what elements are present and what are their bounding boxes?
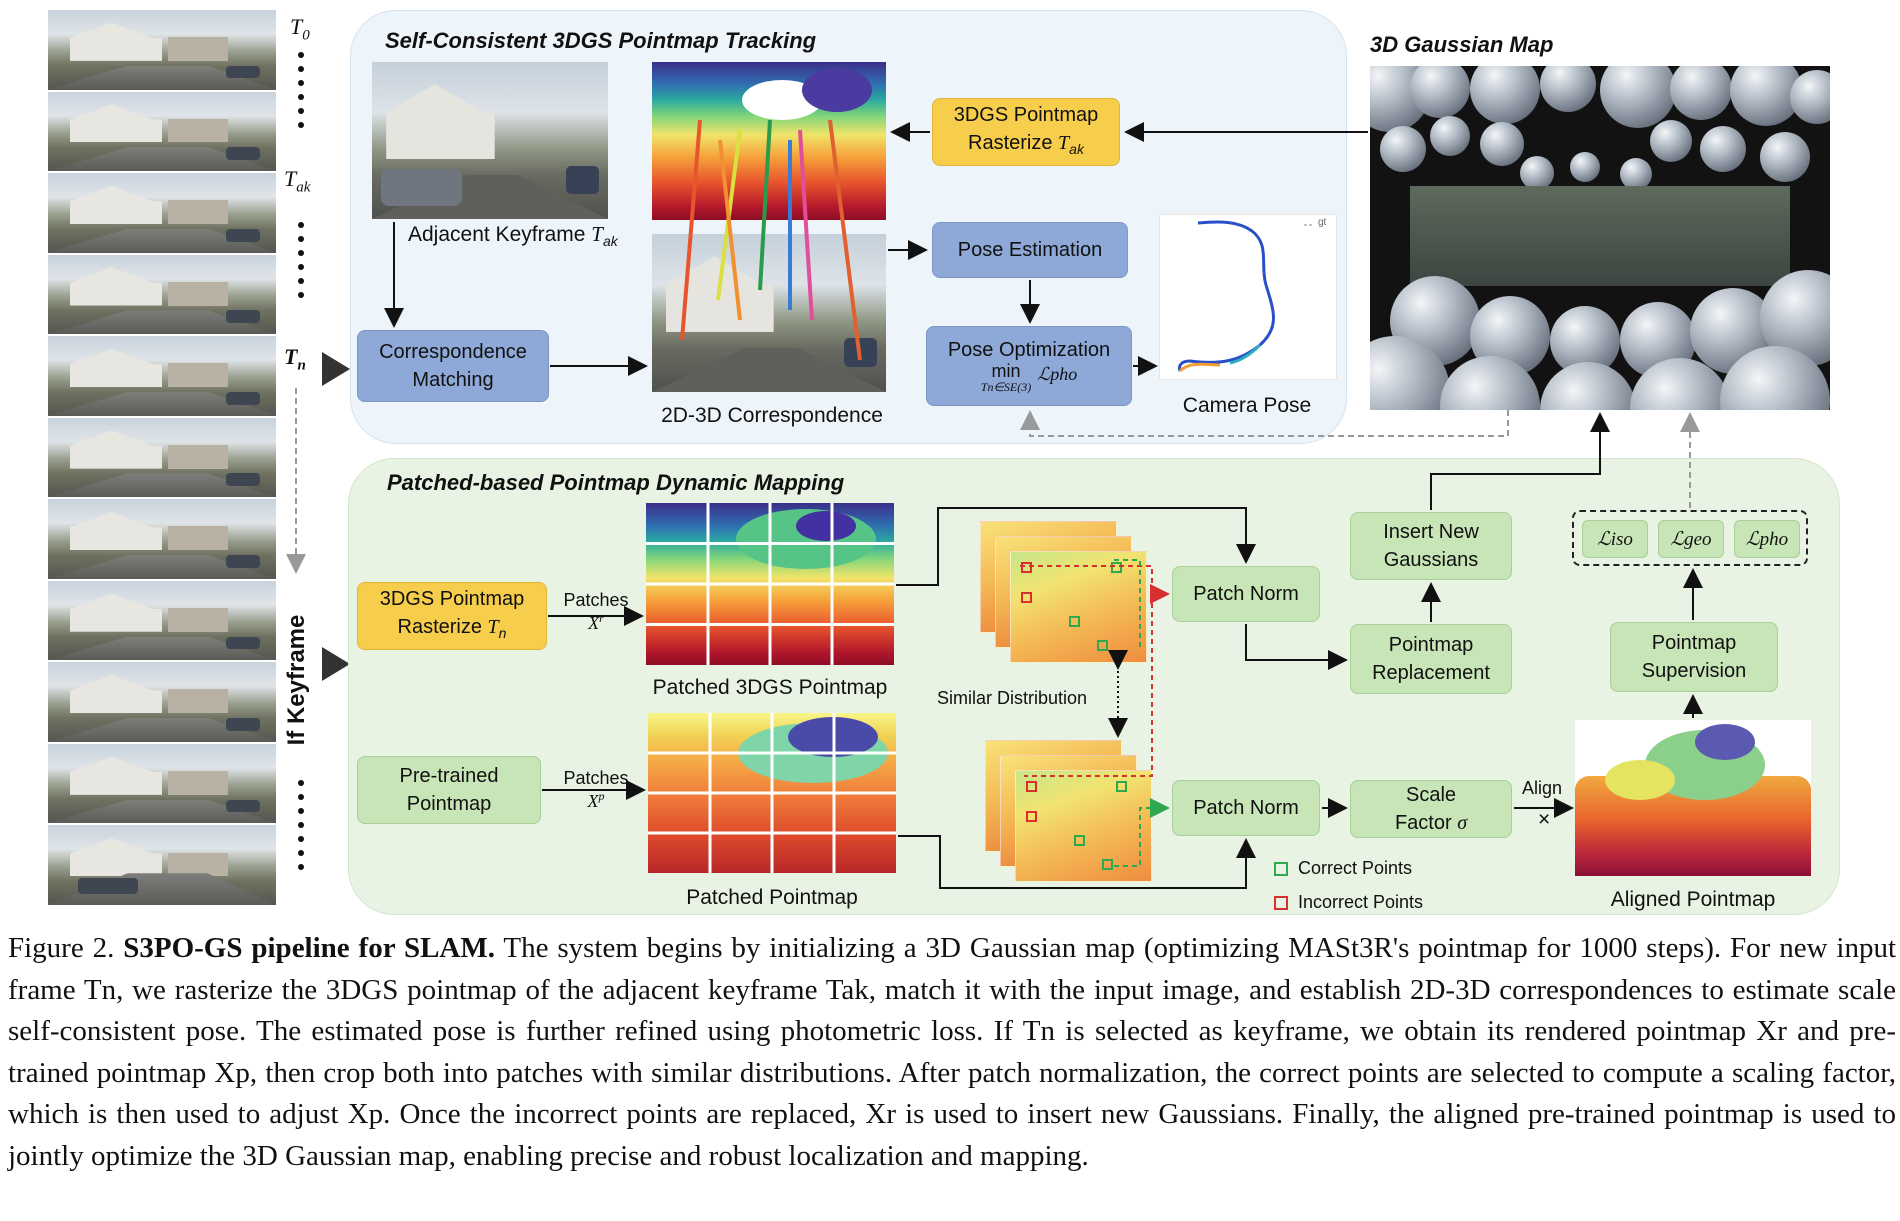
- input-frame: [48, 580, 276, 661]
- input-frame: [48, 417, 276, 498]
- triangle-right-icon: [322, 352, 350, 386]
- caption-body: The system begins by initializing a 3D G…: [8, 932, 1897, 1172]
- loss-pho: ℒpho: [1734, 520, 1800, 558]
- pose-optimization-box: Pose Optimization min Tn∈SE(3) ℒpho: [926, 326, 1132, 406]
- input-frame-strip: [48, 10, 276, 906]
- tracking-title: Self-Consistent 3DGS Pointmap Tracking: [385, 28, 817, 53]
- input-frame: [48, 173, 276, 253]
- traj-legend: gt: [1318, 217, 1327, 228]
- patched-3dgs-pointmap-image: [646, 503, 894, 665]
- green-square-icon: [1274, 862, 1288, 876]
- correspondence-label: 2D-3D Correspondence: [661, 404, 883, 427]
- input-frame: [48, 254, 276, 335]
- frame-dots: [298, 222, 304, 298]
- caption-figure-number: Figure 2.: [8, 932, 115, 964]
- correct-points-label: Correct Points: [1298, 858, 1413, 878]
- label-t0: T0: [290, 14, 310, 44]
- similar-distribution-label: Similar Distribution: [937, 688, 1088, 708]
- patch-stack-p-front: [1015, 770, 1152, 882]
- pose-estimation-box: Pose Estimation: [932, 222, 1128, 278]
- loss-geo: ℒgeo: [1658, 520, 1724, 558]
- align-label: Align: [1522, 778, 1563, 798]
- red-square-icon: [1274, 896, 1288, 910]
- adjacent-keyframe-image: [372, 62, 608, 219]
- camera-pose-label: Camera Pose: [1182, 394, 1312, 417]
- input-frame: [48, 499, 276, 579]
- times-symbol: ×: [1538, 808, 1551, 831]
- input-frame: [48, 743, 276, 824]
- patches-xr-label: Patches Xr: [563, 590, 629, 633]
- patches-xp-label: Patches Xp: [563, 768, 629, 811]
- loss-group: [1572, 510, 1808, 566]
- input-frame: [48, 825, 276, 906]
- camera-trajectory-plot: gt: [1159, 214, 1337, 380]
- caption-bold-title: S3PO-GS pipeline for SLAM.: [123, 932, 495, 964]
- patched-3dgs-label: Patched 3DGS Pointmap: [652, 676, 888, 699]
- input-frame: [48, 662, 276, 742]
- gaussian-map-title: 3D Gaussian Map: [1370, 32, 1554, 57]
- input-frame: [48, 91, 276, 172]
- frame-dots: [298, 52, 304, 128]
- patch-stack-r-front: [1010, 551, 1147, 663]
- connector-arrows: [286, 119, 1703, 889]
- patched-pointmap-image: [648, 713, 896, 873]
- label-tak: Tak: [284, 166, 311, 196]
- frame-dots: [298, 780, 304, 870]
- triangle-right-icon: [322, 647, 350, 681]
- patch-norm-bottom-box: Patch Norm: [1172, 780, 1320, 836]
- figure-caption: Figure 2. S3PO-GS pipeline for SLAM. The…: [8, 928, 1896, 1177]
- loss-iso: ℒiso: [1582, 520, 1648, 558]
- label-tn: Tn: [284, 344, 306, 374]
- input-frame: [48, 336, 276, 416]
- patched-pointmap-label: Patched Pointmap: [686, 886, 858, 909]
- adjacent-keyframe-label: Adjacent Keyframe Tak: [408, 222, 618, 250]
- incorrect-points-label: Incorrect Points: [1298, 892, 1424, 912]
- mapping-title: Patched-based Pointmap Dynamic Mapping: [387, 470, 845, 495]
- aligned-pointmap-label: Aligned Pointmap: [1610, 888, 1776, 911]
- patch-norm-top-box: Patch Norm: [1172, 566, 1320, 622]
- input-frame: [48, 10, 276, 90]
- gaussian-map-image: [1370, 66, 1830, 410]
- aligned-pointmap-image: [1575, 720, 1811, 876]
